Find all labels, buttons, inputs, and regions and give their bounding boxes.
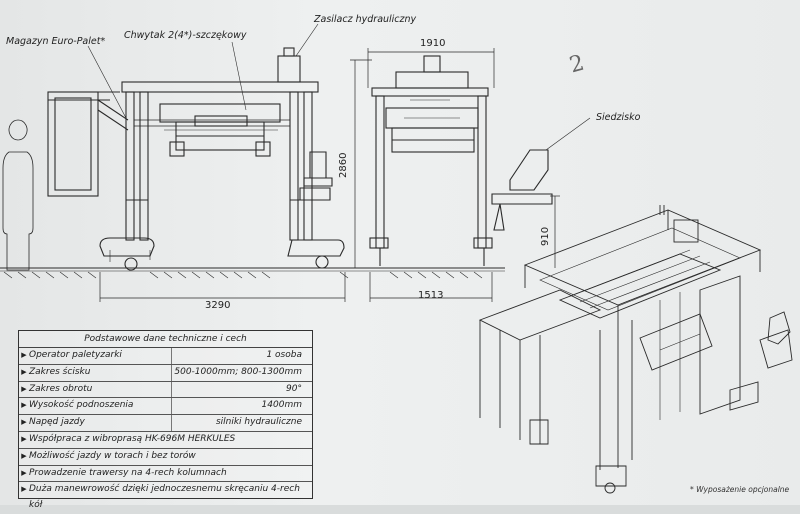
front-view-machine — [369, 55, 553, 266]
label-zasilacz: Zasilacz hydrauliczny — [314, 14, 417, 25]
dim-length-bottom: 3290 — [205, 300, 231, 311]
table-row: ▶Duża manewrowość dzięki jednoczesnemu s… — [19, 482, 312, 510]
table-row: ▶Prowadzenie trawersy na 4-rech kolumnac… — [19, 466, 312, 483]
human-silhouette — [2, 119, 34, 271]
pallet-magazine — [47, 91, 129, 197]
dim-height-seat: 910 — [540, 226, 551, 246]
table-title: Podstawowe dane techniczne i cech — [19, 331, 312, 348]
dim-width-top: 1910 — [420, 38, 446, 49]
label-chwytak: Chwytak 2(4*)-szczękowy — [124, 30, 247, 41]
arrow-icon: ▶ — [21, 451, 27, 460]
arrow-icon: ▶ — [21, 351, 27, 359]
leader-lines — [87, 23, 591, 151]
tech-data-table: Podstawowe dane techniczne i cech ▶Opera… — [18, 330, 313, 510]
dimension-lines — [99, 48, 560, 302]
arrow-icon: ▶ — [21, 434, 27, 443]
arrow-icon: ▶ — [21, 418, 27, 427]
dim-width-bottom: 1513 — [418, 290, 444, 301]
footnote: * Wyposażenie opcjonalne — [690, 485, 790, 494]
label-magazyn: Magazyn Euro-Palet* — [6, 36, 106, 47]
arrow-icon: ▶ — [21, 468, 27, 477]
ground-line — [0, 267, 505, 279]
arrow-icon: ▶ — [21, 401, 27, 410]
table-row: ▶Współpraca z wibroprasą HK-696M HERKULE… — [19, 432, 312, 449]
table-row: ▶Możliwość jazdy w torach i bez torów — [19, 449, 312, 466]
side-view-machine — [99, 47, 345, 271]
label-siedzisko: Siedzisko — [596, 112, 641, 123]
dim-height-total: 2860 — [338, 152, 349, 178]
isometric-view — [478, 205, 793, 494]
arrow-icon: ▶ — [21, 485, 27, 494]
arrow-icon: ▶ — [21, 367, 27, 376]
arrow-icon: ▶ — [21, 384, 27, 393]
